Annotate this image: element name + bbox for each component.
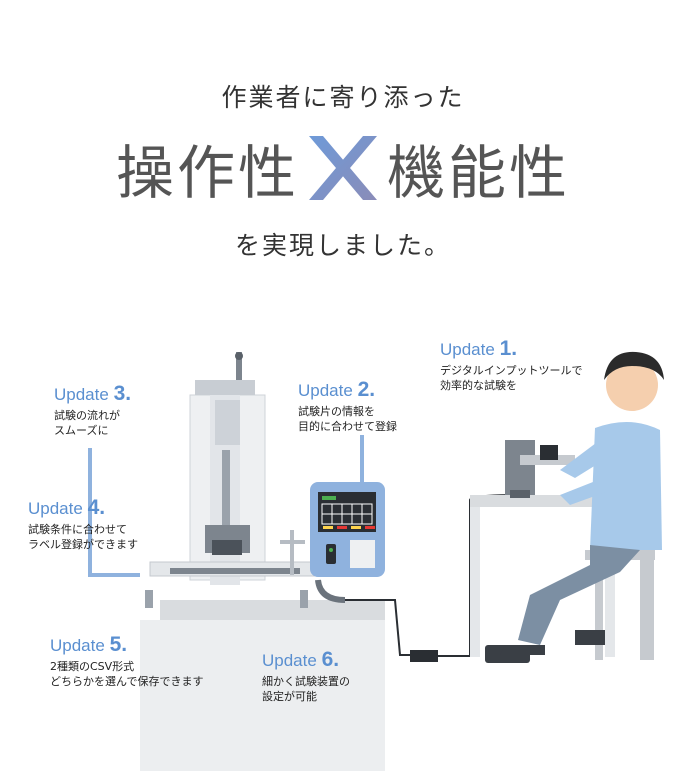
digital-micrometer	[505, 440, 575, 498]
update-2-title: Update 2.	[298, 378, 376, 401]
headline: 操作性 機能性	[0, 128, 686, 208]
update-2-description: 試験片の情報を 目的に合わせて登録	[298, 405, 397, 433]
update-1: Update 1. デジタルインプットツールで 効率的な試験を	[440, 337, 582, 393]
update-5: Update 5. 2種類のCSV形式 どちらかを選んで保存できます	[50, 633, 203, 689]
testing-scene-illustration	[88, 351, 664, 771]
controller-panel	[310, 482, 385, 603]
update-5-title: Update 5.	[50, 633, 128, 656]
headline-tagline: を実現しました。	[234, 231, 451, 260]
update-1-title: Update 1.	[440, 337, 518, 360]
update-3-description: 試験の流れが スムーズに	[54, 409, 120, 437]
headline-right-word: 機能性	[387, 139, 571, 207]
update-4: Update 4. 試験条件に合わせて ラベル登録ができます	[28, 496, 138, 552]
cross-icon	[309, 136, 377, 200]
update-2: Update 2. 試験片の情報を 目的に合わせて登録	[298, 378, 397, 434]
callout-lines	[88, 435, 364, 577]
update-5-description: 2種類のCSV形式 どちらかを選んで保存できます	[50, 660, 204, 688]
testing-machine	[145, 352, 316, 608]
update-6-description: 細かく試験装置の 設定が可能	[262, 675, 350, 703]
headline-left-word: 操作性	[115, 139, 299, 207]
update-3: Update 3. 試験の流れが スムーズに	[54, 382, 131, 438]
update-6: Update 6. 細かく試験装置の 設定が可能	[262, 648, 350, 704]
headline-subtitle: 作業者に寄り添った	[221, 83, 465, 112]
update-3-title: Update 3.	[54, 382, 132, 405]
update-4-description: 試験条件に合わせて ラベル登録ができます	[28, 523, 138, 551]
update-6-title: Update 6.	[262, 648, 340, 671]
workbench	[140, 600, 385, 771]
update-4-title: Update 4.	[28, 496, 106, 519]
update-1-description: デジタルインプットツールで 効率的な試験を	[440, 364, 583, 392]
worker-figure	[500, 351, 664, 655]
